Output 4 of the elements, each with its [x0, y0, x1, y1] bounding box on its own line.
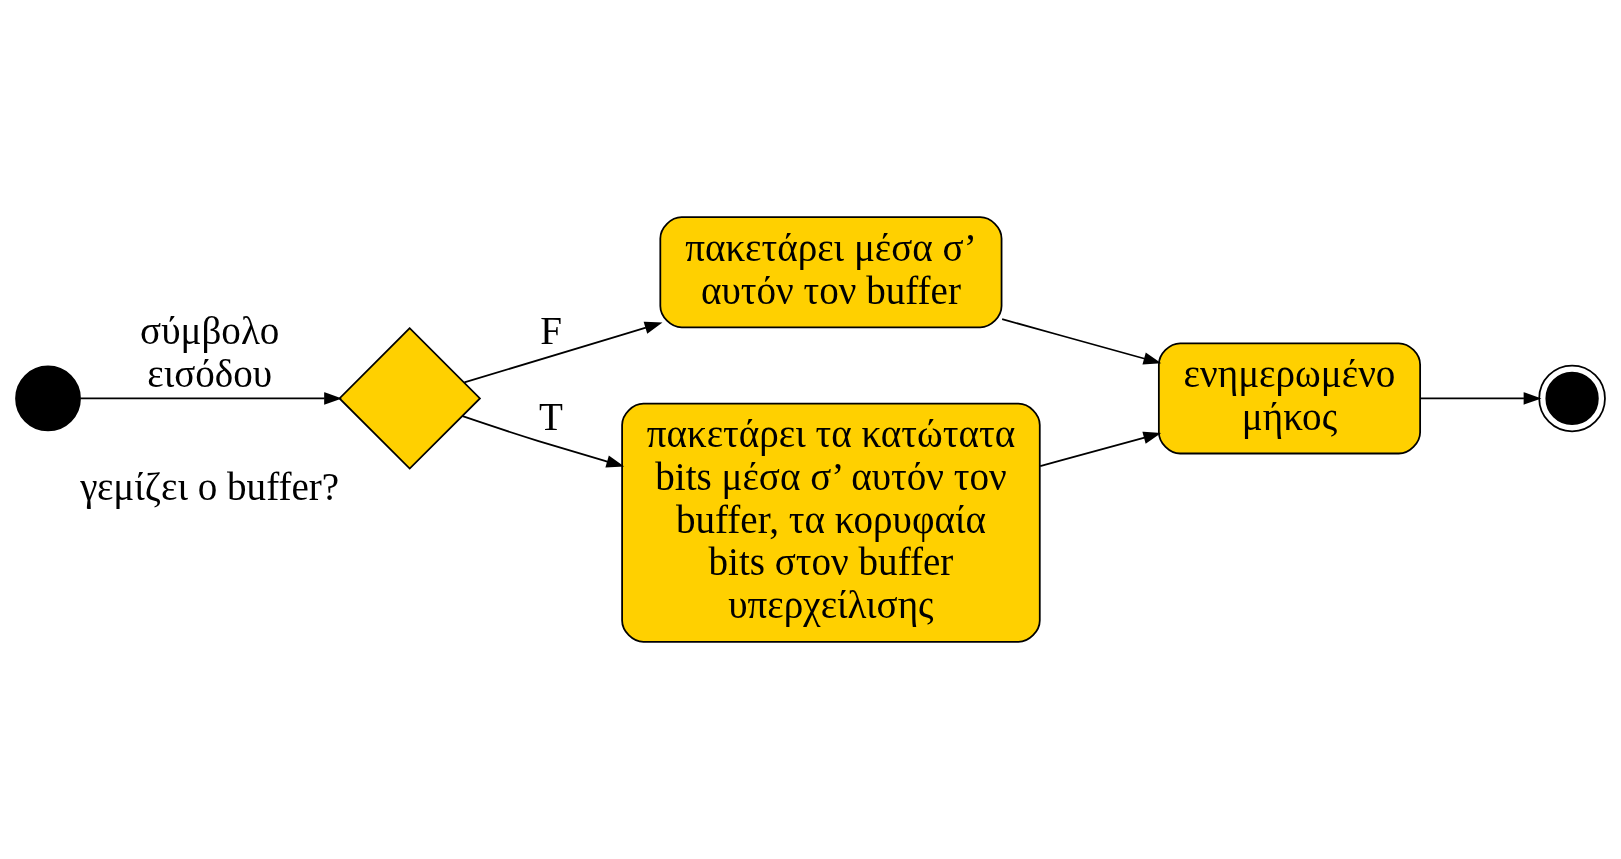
edge-label: F: [540, 309, 562, 353]
node-label: γεμίζει ο buffer?: [80, 464, 340, 508]
edge-label: T: [539, 394, 563, 438]
edge-label: σύμβολο εισόδου: [140, 309, 280, 396]
